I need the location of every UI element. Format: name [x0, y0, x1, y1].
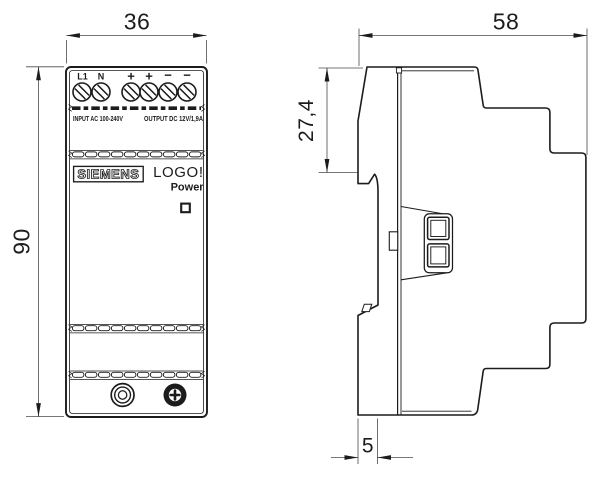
phillips-screw-icon — [163, 383, 187, 407]
terminal-label-plus2: + — [145, 69, 153, 84]
side-view-outline — [357, 66, 587, 416]
terminal-label-plus1: + — [127, 69, 135, 84]
dimension-flange: 5 — [331, 418, 413, 464]
potentiometer-icon — [110, 382, 135, 408]
side-view — [357, 66, 587, 416]
product-name: LOGO! — [153, 164, 204, 181]
terminal-label-n: N — [98, 72, 105, 82]
dimension-depth: 58 — [358, 9, 588, 155]
screw-terminal-icon — [139, 82, 159, 102]
front-view: L1 N + + − − INPUT AC 100-240V OUTPUT DC… — [65, 66, 208, 418]
dimension-width: 36 — [66, 9, 208, 64]
siemens-logo: SIEMENS — [77, 168, 139, 182]
dimension-upper-front: 27,4 — [295, 67, 363, 173]
dimension-height: 90 — [9, 66, 64, 418]
screw-terminal-icon — [158, 82, 178, 102]
terminal-label-minus2: − — [183, 68, 191, 83]
release-tab — [388, 231, 399, 251]
siemens-logo-box — [72, 165, 144, 183]
output-rating-label: OUTPUT DC 12V/1,9A — [144, 114, 203, 123]
dimension-depth-label: 58 — [493, 9, 520, 35]
screw-terminal-icon — [72, 82, 92, 102]
product-name-sub: Power — [171, 181, 205, 193]
screw-terminal-icon — [177, 82, 197, 102]
dimension-height-label: 90 — [9, 228, 35, 255]
input-rating-label: INPUT AC 100-240V — [73, 114, 123, 123]
terminal-label-minus1: − — [164, 68, 172, 83]
din-latch — [361, 303, 373, 313]
screw-terminal-icon — [121, 82, 141, 102]
screw-terminal-icon — [91, 82, 111, 102]
dimension-upper-front-label: 27,4 — [295, 99, 318, 142]
terminal-labels: L1 N + + − − — [77, 68, 191, 84]
led-indicator — [180, 202, 191, 214]
terminal-label-l1: L1 — [77, 72, 88, 82]
dimension-width-label: 36 — [124, 9, 151, 35]
dimension-flange-label: 5 — [362, 435, 374, 458]
